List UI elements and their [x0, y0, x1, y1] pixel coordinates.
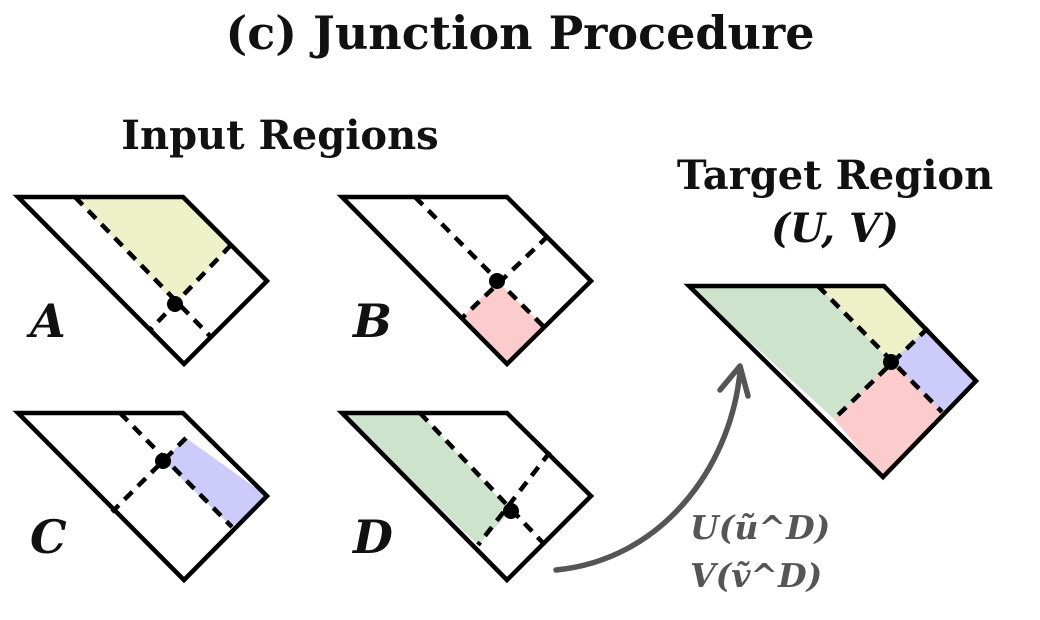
region-b-label: B [353, 294, 392, 348]
target-region-pink-fill [834, 362, 942, 477]
region-a-dashed-line [73, 195, 212, 338]
region-b [336, 194, 595, 368]
region-c-outline [12, 410, 271, 584]
region-d-outline [336, 410, 595, 584]
region-a-junction-point [167, 296, 183, 312]
input-regions-heading: Input Regions [121, 112, 439, 159]
target-region-subheading: (U, V) [771, 205, 899, 252]
page-title: (c) Junction Procedure [225, 6, 815, 60]
region-a-outline [12, 194, 271, 368]
region-d-junction-point [503, 503, 519, 519]
target-region-junction-point [883, 354, 899, 370]
region-b-outline [336, 194, 595, 368]
region-b-dashed-line [460, 234, 550, 320]
target-region-heading: Target Region [676, 152, 994, 199]
region-a-dashed-line [148, 243, 233, 332]
target-region [683, 283, 980, 481]
region-d-label: D [353, 510, 393, 564]
region-d [336, 410, 595, 584]
junction-arrow [553, 363, 751, 573]
arrow-label-v: V(ṽ^D) [690, 556, 823, 595]
region-c-dashed-line [118, 411, 234, 529]
region-c-blue-fill [163, 438, 267, 527]
target-region-dashed-line [832, 326, 930, 421]
region-c-label: C [30, 510, 67, 564]
region-a [12, 194, 271, 368]
region-a-yellow-fill [75, 197, 231, 304]
region-b-junction-point [489, 273, 505, 289]
target-region-green-fill [689, 286, 891, 419]
region-c [12, 410, 271, 584]
region-d-green-fill [342, 413, 511, 545]
region-a-label: A [30, 294, 66, 348]
junction-arrow-curve [553, 369, 743, 573]
target-region-blue-fill [891, 328, 976, 412]
target-region-dashed-line [816, 284, 944, 414]
region-c-junction-point [155, 453, 171, 469]
region-b-pink-fill [462, 281, 543, 364]
junction-arrow-head [717, 363, 751, 399]
arrow-label-u: U(ũ^D) [690, 508, 831, 547]
region-d-dashed-line [476, 450, 552, 547]
